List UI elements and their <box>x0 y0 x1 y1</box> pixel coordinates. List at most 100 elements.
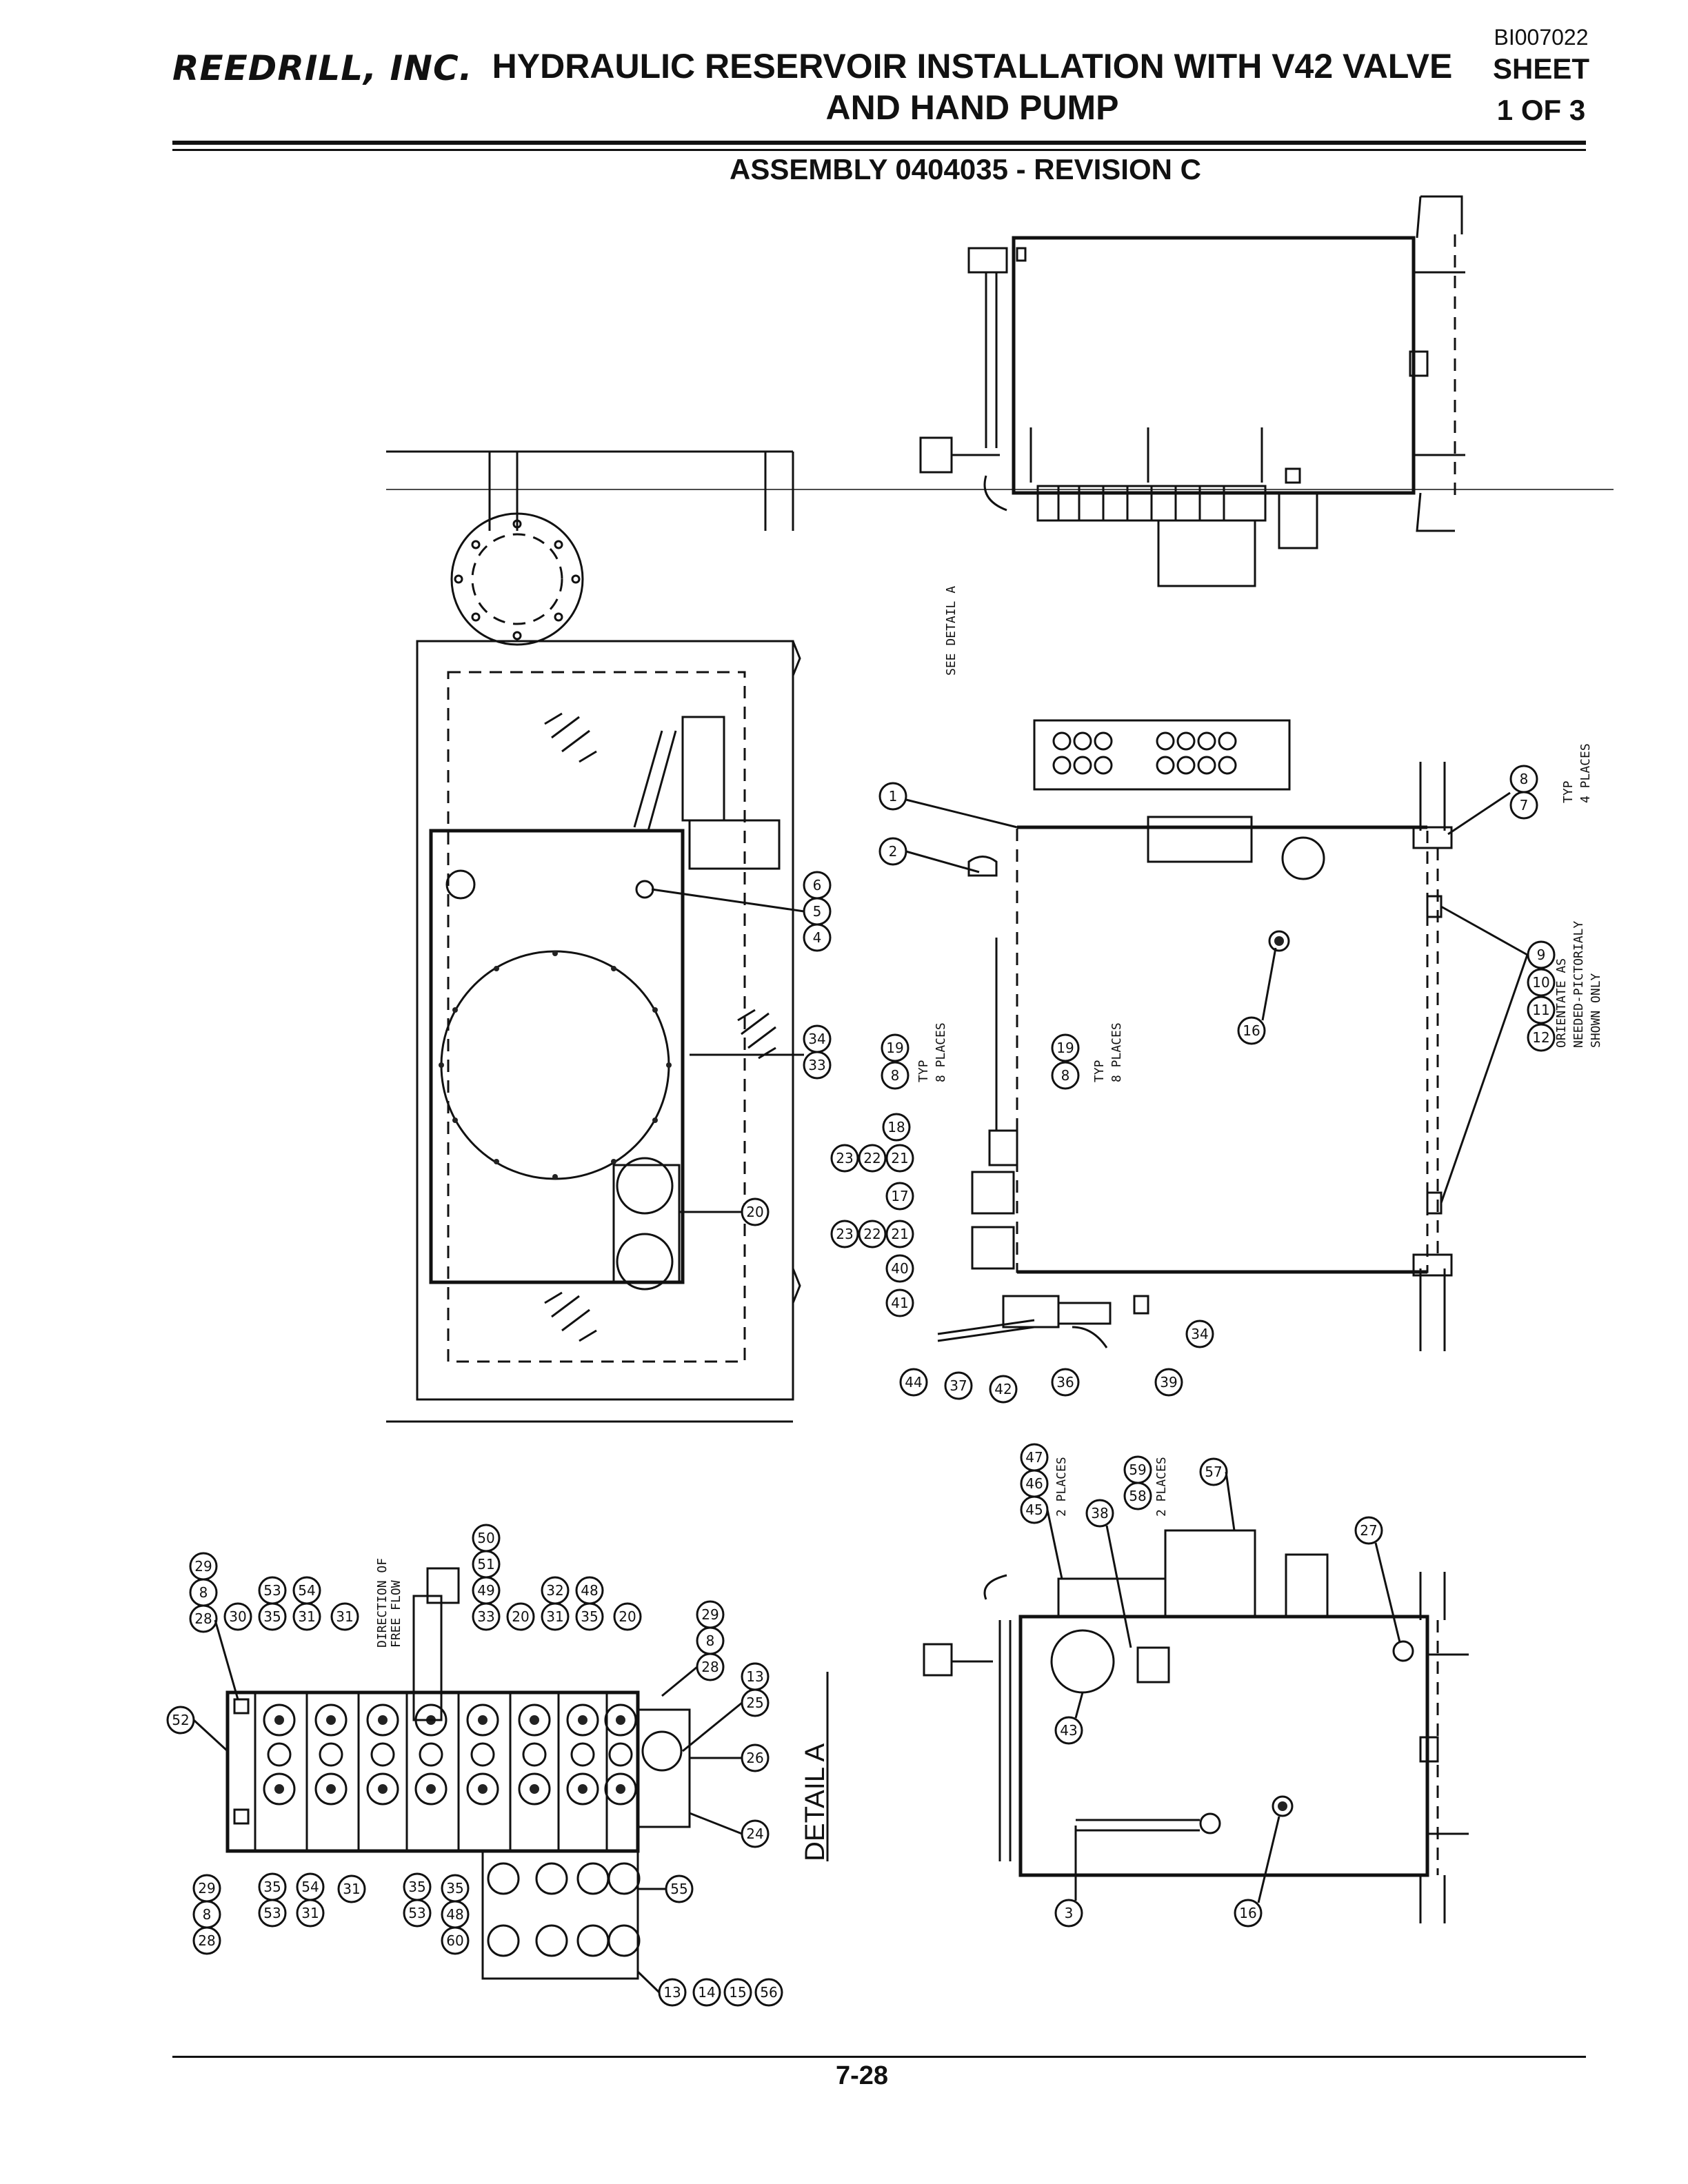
callout-bubble: 55 <box>665 1874 694 1903</box>
note-orientate-3: SHOWN ONLY <box>1589 973 1603 1048</box>
svg-text:54: 54 <box>298 1582 315 1599</box>
svg-text:11: 11 <box>1532 1002 1549 1018</box>
svg-text:48: 48 <box>446 1906 463 1923</box>
callout-bubble: 21 <box>885 1220 914 1248</box>
callout-bubble: 48 <box>441 1900 470 1929</box>
svg-text:40: 40 <box>891 1260 908 1277</box>
callout-bubble: 45 <box>1020 1495 1049 1524</box>
svg-text:53: 53 <box>408 1905 425 1921</box>
callout-bubble: 28 <box>696 1652 725 1681</box>
svg-text:34: 34 <box>808 1031 825 1047</box>
callout-bubble: 8 <box>192 1900 221 1929</box>
callout-bubble: 48 <box>575 1576 604 1605</box>
svg-text:31: 31 <box>343 1881 360 1897</box>
svg-text:60: 60 <box>446 1932 463 1949</box>
svg-text:29: 29 <box>198 1880 215 1897</box>
callout-bubble: 6 <box>803 871 832 900</box>
svg-text:48: 48 <box>581 1582 598 1599</box>
detail-a <box>225 1567 691 1980</box>
callout-bubble: 8 <box>1509 765 1538 793</box>
callout-bubble: 8 <box>1051 1061 1080 1090</box>
callout-bubble: 23 <box>830 1144 859 1173</box>
callout-bubble: 12 <box>1527 1023 1556 1052</box>
callout-bubble: 46 <box>1020 1469 1049 1498</box>
svg-text:2: 2 <box>889 843 898 860</box>
document-number: BI007022 <box>1494 25 1589 50</box>
callout-bubble: 38 <box>1085 1499 1114 1528</box>
callout-bubble: 33 <box>803 1051 832 1080</box>
callout-bubble: 7 <box>1509 791 1538 820</box>
callout-bubble: 27 <box>1354 1516 1383 1545</box>
callout-bubble: 35 <box>575 1602 604 1631</box>
svg-text:1: 1 <box>889 788 898 805</box>
svg-text:29: 29 <box>194 1558 212 1575</box>
callouts-end-view: 45 46 47 38 58 59 57 27 43 3 16 <box>1020 1443 1401 1928</box>
svg-text:7: 7 <box>1520 797 1529 813</box>
svg-text:9: 9 <box>1537 947 1546 963</box>
callout-bubble: 15 <box>723 1978 752 2007</box>
callout-bubble: 47 <box>1020 1443 1049 1472</box>
callout-bubble: 22 <box>858 1144 887 1173</box>
note-typ-8a: TYP <box>916 1060 931 1082</box>
callout-bubble: 28 <box>192 1926 221 1955</box>
callout-bubble: 57 <box>1199 1457 1228 1486</box>
callout-bubble: 36 <box>1051 1368 1080 1397</box>
svg-text:27: 27 <box>1360 1522 1377 1539</box>
svg-text:35: 35 <box>263 1608 281 1625</box>
note-2-places-a: 2 PLACES <box>1054 1457 1069 1517</box>
callout-bubble: 8 <box>881 1061 910 1090</box>
svg-text:47: 47 <box>1025 1449 1043 1466</box>
svg-text:38: 38 <box>1091 1505 1108 1521</box>
page-number: 7-28 <box>835 2061 889 2090</box>
svg-text:8: 8 <box>891 1067 900 1084</box>
svg-text:18: 18 <box>887 1119 905 1135</box>
note-direction-2: FREE FLOW <box>389 1580 403 1648</box>
svg-text:33: 33 <box>808 1057 825 1073</box>
note-direction-1: DIRECTION OF <box>375 1558 390 1648</box>
callout-bubble: 20 <box>741 1197 770 1226</box>
svg-text:34: 34 <box>1191 1326 1208 1342</box>
callout-bubble: 1 <box>878 782 907 811</box>
svg-text:26: 26 <box>746 1750 763 1766</box>
svg-text:46: 46 <box>1025 1475 1043 1492</box>
svg-text:4: 4 <box>813 929 822 946</box>
footer-rule <box>172 2056 1586 2058</box>
svg-text:22: 22 <box>863 1150 881 1166</box>
callout-bubble: 44 <box>899 1368 928 1397</box>
callout-bubble: 49 <box>472 1576 501 1605</box>
callout-bubble: 29 <box>192 1874 221 1903</box>
callout-bubble: 16 <box>1237 1016 1266 1045</box>
svg-text:35: 35 <box>263 1879 281 1895</box>
callout-bubble: 14 <box>692 1978 721 2007</box>
svg-text:33: 33 <box>477 1608 494 1625</box>
callout-bubble: 13 <box>658 1978 687 2007</box>
svg-text:22: 22 <box>863 1226 881 1242</box>
svg-text:45: 45 <box>1025 1502 1043 1518</box>
callout-bubble: 13 <box>741 1662 770 1691</box>
callout-bubble: 20 <box>506 1602 535 1631</box>
callout-bubble: 29 <box>189 1552 218 1581</box>
assembly-subtitle: ASSEMBLY 0404035 - REVISION C <box>730 153 1201 185</box>
callout-bubble: 35 <box>258 1872 287 1901</box>
svg-text:51: 51 <box>477 1556 494 1573</box>
svg-text:13: 13 <box>663 1984 681 2001</box>
callout-bubble: 16 <box>1234 1899 1263 1928</box>
svg-text:31: 31 <box>298 1608 315 1625</box>
callout-bubble: 32 <box>541 1576 570 1605</box>
front-view <box>919 195 1465 587</box>
top-view <box>386 450 1614 1423</box>
svg-text:13: 13 <box>746 1668 763 1685</box>
svg-text:28: 28 <box>194 1610 212 1627</box>
round-flange <box>450 512 584 646</box>
callout-bubble: 3 <box>1054 1899 1083 1928</box>
svg-text:14: 14 <box>698 1984 715 2001</box>
header-rule-thin <box>172 149 1586 151</box>
callouts-side-view: 1 2 4 5 6 33 34 8 19 8 19 18 21 22 23 17… <box>651 765 1556 1404</box>
callout-bubble: 25 <box>741 1688 770 1717</box>
svg-text:8: 8 <box>203 1906 212 1923</box>
svg-text:20: 20 <box>512 1608 529 1625</box>
svg-text:36: 36 <box>1056 1374 1074 1391</box>
note-2-places-b: 2 PLACES <box>1154 1457 1169 1517</box>
callout-bubble: 53 <box>258 1899 287 1928</box>
svg-text:6: 6 <box>813 877 822 893</box>
